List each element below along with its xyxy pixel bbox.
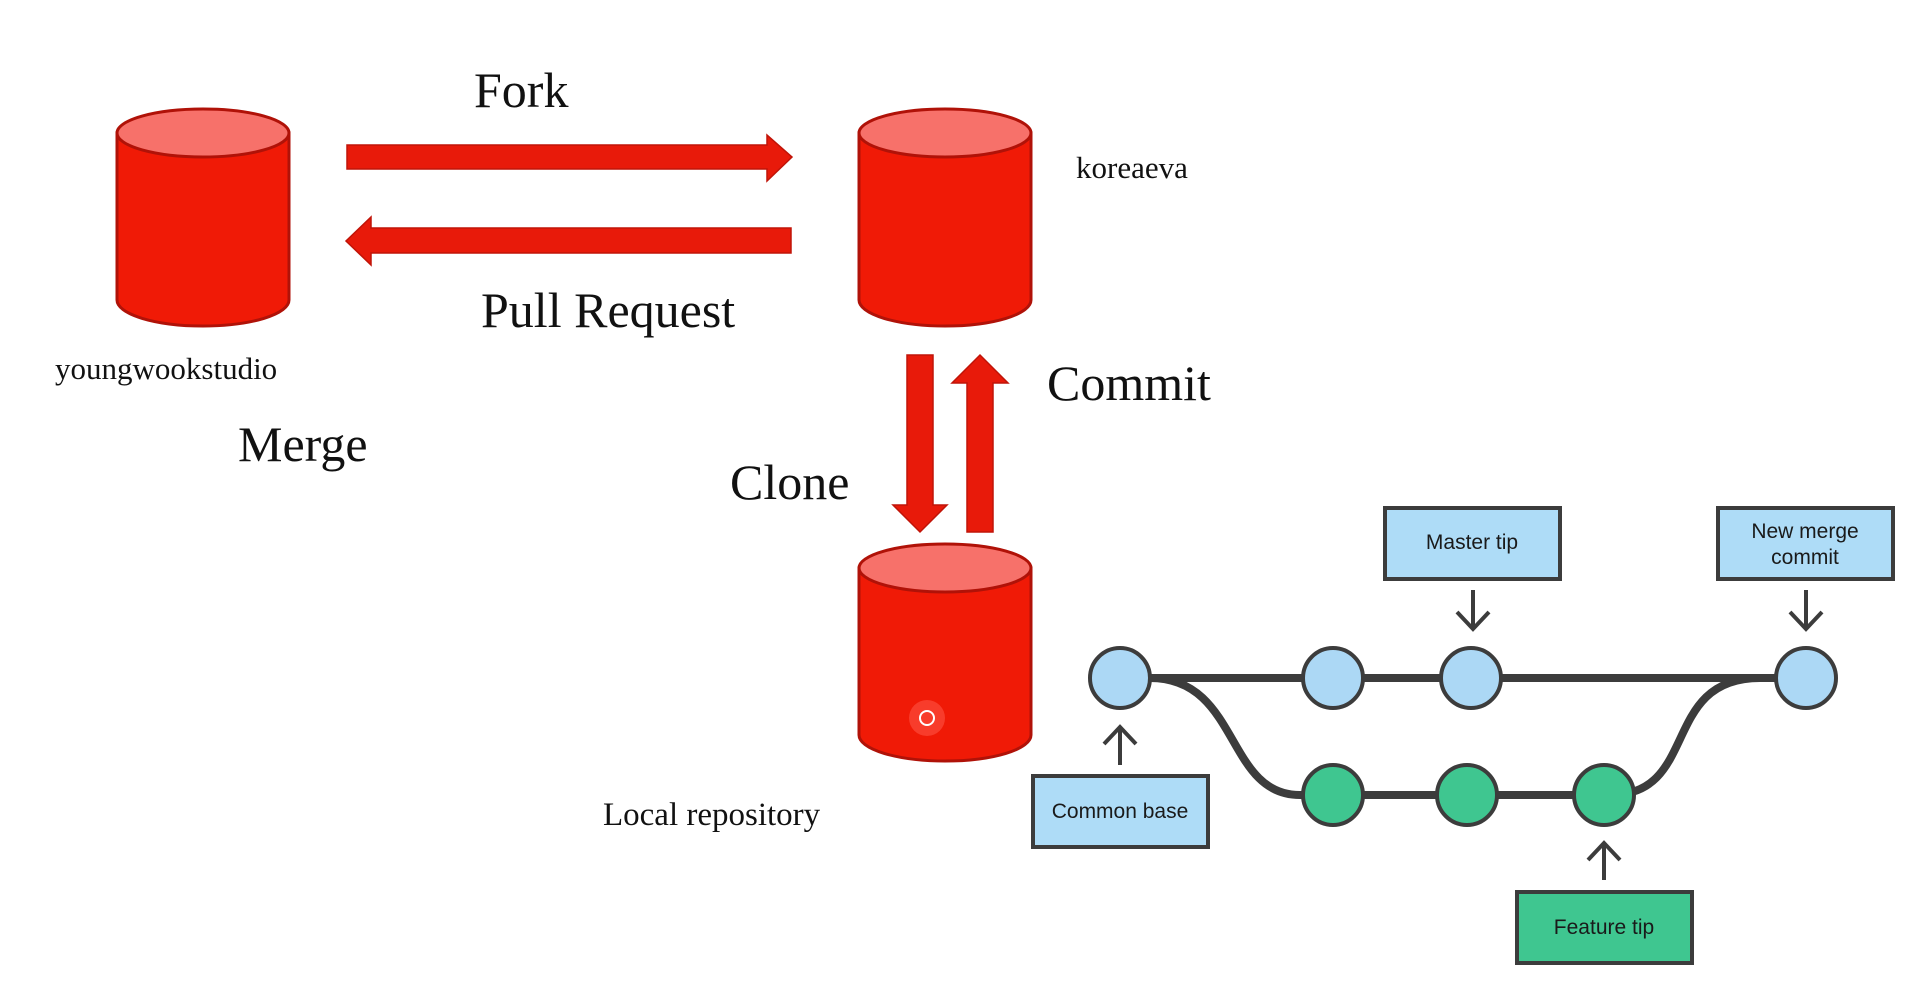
repo-cylinder-local xyxy=(857,542,1033,763)
merge-label: Merge xyxy=(238,416,368,472)
commit-node-feature-2 xyxy=(1435,763,1499,827)
fork-arrow xyxy=(346,133,794,183)
commit-arrow xyxy=(950,353,1010,533)
clone-label: Clone xyxy=(730,454,849,510)
pull-request-label: Pull Request xyxy=(481,282,735,338)
pointer-arrow-merge-commit xyxy=(1788,590,1824,632)
label-new-merge-commit-line2: commit xyxy=(1771,546,1839,569)
repo-cylinder-koreaeva xyxy=(857,107,1033,328)
label-common-base: Common base xyxy=(1052,800,1189,823)
merge-graph xyxy=(1088,590,1838,880)
feature-branch-out-curve xyxy=(1149,674,1301,799)
commit-node-merge xyxy=(1774,646,1838,710)
commit-node-master-1 xyxy=(1301,646,1365,710)
fork-label: Fork xyxy=(474,62,568,118)
label-box-feature-tip: Feature tip xyxy=(1515,890,1694,965)
feature-branch-merge-curve xyxy=(1609,674,1761,799)
pull-request-arrow xyxy=(344,215,792,267)
commit-node-feature-1 xyxy=(1301,763,1365,827)
pointer-arrow-master-tip xyxy=(1455,590,1491,632)
clone-arrow xyxy=(891,354,949,534)
cursor-indicator xyxy=(909,700,945,736)
label-box-new-merge-commit: New merge commit xyxy=(1716,506,1895,581)
repo-cylinder-youngwookstudio xyxy=(115,107,291,328)
commit-node-feature-tip xyxy=(1572,763,1636,827)
commit-node-master-tip xyxy=(1439,646,1503,710)
label-new-merge-commit-line1: New merge xyxy=(1751,520,1858,543)
label-box-common-base: Common base xyxy=(1031,774,1210,849)
repo-label-koreaeva: koreaeva xyxy=(1076,150,1188,185)
label-box-master-tip: Master tip xyxy=(1383,506,1562,581)
repo-label-youngwookstudio: youngwookstudio xyxy=(55,351,277,386)
pointer-arrow-common-base xyxy=(1102,724,1138,765)
pointer-arrow-feature-tip xyxy=(1586,840,1622,880)
label-feature-tip: Feature tip xyxy=(1554,916,1654,939)
repo-label-local: Local repository xyxy=(603,797,821,833)
commit-label: Commit xyxy=(1047,355,1211,411)
commit-node-common-base xyxy=(1088,646,1152,710)
label-master-tip: Master tip xyxy=(1426,531,1518,554)
